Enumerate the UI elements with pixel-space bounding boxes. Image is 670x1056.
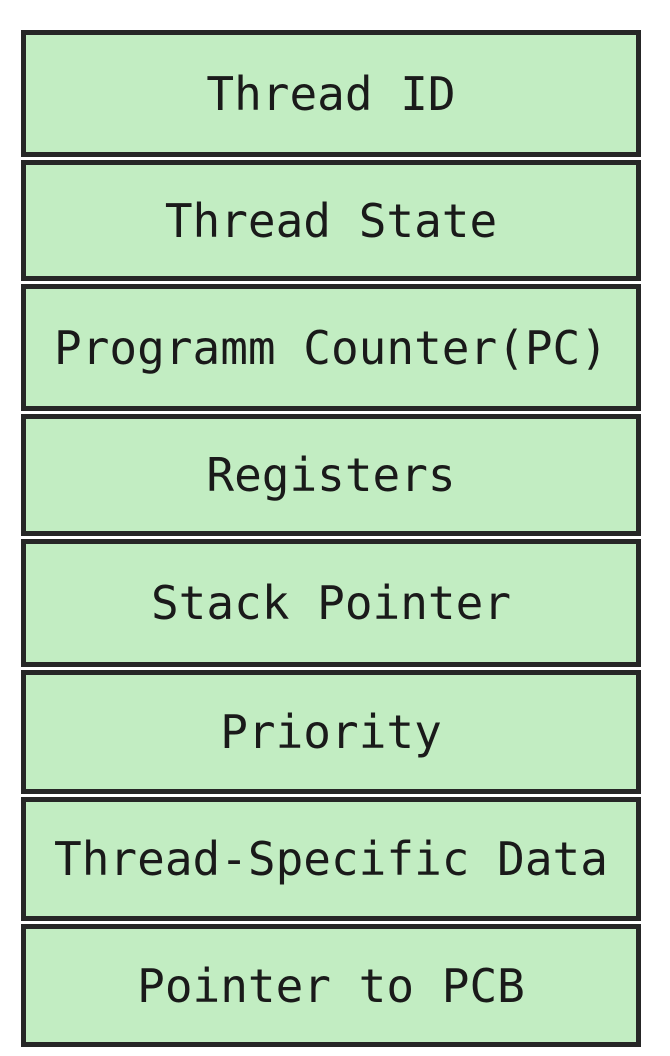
tcb-field-program-counter: Programm Counter(PC): [21, 284, 641, 411]
tcb-field-label: Priority: [220, 705, 442, 759]
tcb-field-stack-pointer: Stack Pointer: [21, 539, 641, 667]
tcb-field-label: Thread-Specific Data: [54, 832, 608, 886]
tcb-field-label: Thread State: [164, 193, 498, 248]
tcb-field-registers: Registers: [21, 414, 641, 536]
tcb-field-pointer-to-pcb: Pointer to PCB: [21, 924, 641, 1047]
tcb-field-priority: Priority: [21, 670, 641, 794]
tcb-field-label: Programm Counter(PC): [54, 320, 608, 375]
tcb-field-label: Thread ID: [206, 66, 456, 121]
tcb-field-label: Registers: [206, 448, 456, 502]
tcb-field-thread-specific-data: Thread-Specific Data: [21, 797, 641, 921]
tcb-field-stack: Thread ID Thread State Programm Counter(…: [21, 30, 641, 1047]
tcb-field-thread-id: Thread ID: [21, 30, 641, 157]
tcb-field-thread-state: Thread State: [21, 160, 641, 281]
tcb-field-label: Pointer to PCB: [137, 958, 525, 1013]
tcb-field-label: Stack Pointer: [150, 576, 512, 630]
